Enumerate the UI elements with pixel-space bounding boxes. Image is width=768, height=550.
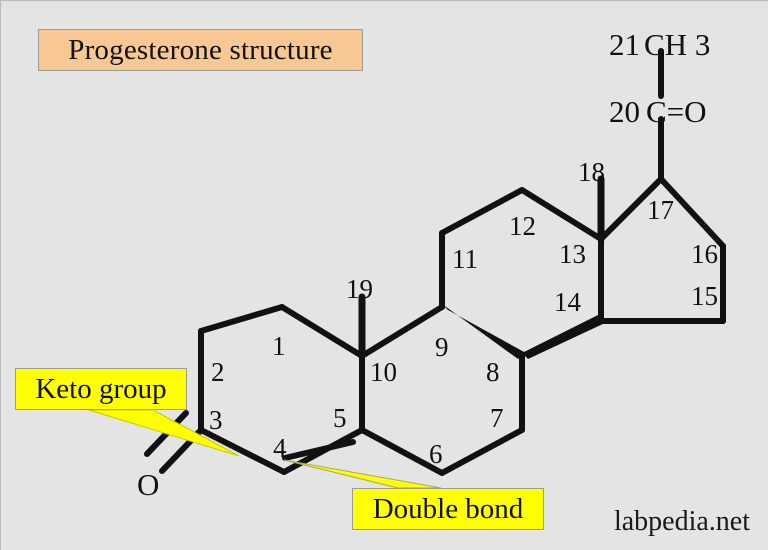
atom-number-c15: 15 <box>691 281 718 311</box>
atom-number-c14: 14 <box>554 287 581 317</box>
keto-oxygen-label: O <box>137 467 160 502</box>
keto-group-callout-label: Keto group <box>35 372 167 405</box>
atom-number-c12: 12 <box>509 211 536 241</box>
atom-number-c7: 7 <box>490 403 504 433</box>
bond-c11-c12 <box>439 187 525 236</box>
bond-c1-c10 <box>279 304 365 359</box>
c21-methyl-label: CH 3 <box>644 27 711 62</box>
atom-number-c3: 3 <box>209 405 223 435</box>
double-bond-callout-label: Double bond <box>372 492 524 525</box>
ring-b <box>359 304 525 476</box>
atom-number-c4: 4 <box>273 433 287 463</box>
c20-index-label: 20 <box>609 94 640 129</box>
ring-d <box>598 176 726 324</box>
ring-c <box>439 187 604 322</box>
atom-number-c1: 1 <box>272 331 286 361</box>
bond-c4-c3 <box>198 427 287 475</box>
c20-carbonyl-label: C=O <box>646 94 707 129</box>
atom-number-c13: 13 <box>559 239 586 269</box>
atom-number-c5: 5 <box>333 403 347 433</box>
atom-number-c16: 16 <box>691 239 718 269</box>
atom-number-c6: 6 <box>429 439 443 469</box>
double-bond-callout: Double bond <box>352 488 544 530</box>
bond-c17-c16 <box>658 176 726 249</box>
atom-number-c9: 9 <box>435 332 449 362</box>
bond-c6-c7 <box>439 427 525 476</box>
bond-c9-c10 <box>359 304 445 359</box>
bond-c5-c6 <box>359 427 445 476</box>
atom-number-c8: 8 <box>486 357 500 387</box>
figure-title-box: Progesterone structure <box>38 29 363 71</box>
bond-c13-c17 <box>598 176 664 242</box>
atom-number-c10: 10 <box>370 357 397 387</box>
c21-index-label: 21 <box>609 27 640 62</box>
atom-number-c17: 17 <box>647 195 674 225</box>
bond-c8-c14-wedge <box>522 315 605 359</box>
atom-number-c18: 18 <box>578 157 605 187</box>
keto-group-callout: Keto group <box>15 368 187 410</box>
bond-c8-c9-wedge <box>442 304 526 359</box>
atom-number-c19: 19 <box>346 274 373 304</box>
bond-c1-c2 <box>198 304 285 334</box>
bond-c12-c13 <box>519 187 604 242</box>
site-watermark: labpedia.net <box>613 506 750 537</box>
atom-number-c11: 11 <box>452 244 478 274</box>
atom-number-c2: 2 <box>211 357 225 387</box>
keto-callout-pointer <box>88 409 240 457</box>
double-bond-c4-c5 <box>282 439 356 461</box>
double-bond-callout-pointer <box>283 459 442 489</box>
figure-title: Progesterone structure <box>68 33 333 66</box>
